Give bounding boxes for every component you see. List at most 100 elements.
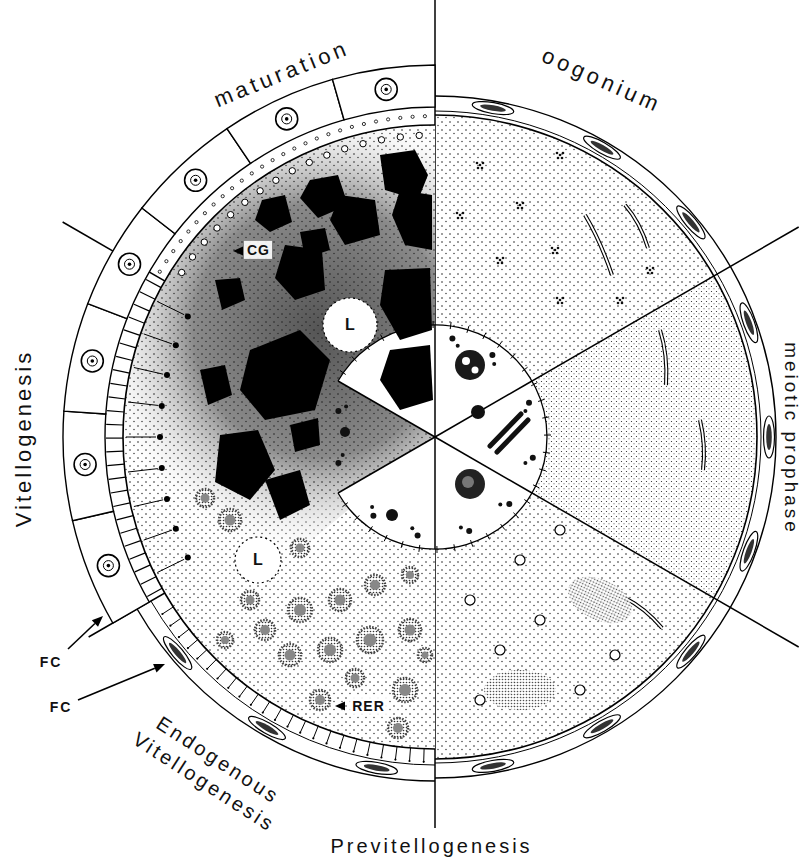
rer-whorl-core (246, 596, 255, 605)
microvillus (410, 748, 411, 761)
follicle-cell (673, 203, 708, 242)
structure-label: FC (48, 698, 73, 716)
vesicle (575, 685, 585, 695)
follicle-cell (764, 416, 775, 458)
ribosome-cluster (617, 302, 620, 305)
yolk-platelet (290, 418, 320, 452)
vesicle (610, 650, 620, 660)
ribosome-cluster (479, 164, 482, 167)
vesicle (515, 555, 525, 565)
microvillus (340, 735, 344, 747)
follicle-cell (333, 65, 436, 120)
microvillus-tip (353, 751, 355, 753)
cortical-granule (416, 132, 422, 138)
follicle-cell (73, 511, 150, 623)
cortical-granule (242, 199, 248, 205)
stage-label: Previtellogenesis (327, 833, 532, 859)
zona-pore (187, 230, 190, 233)
zona-pore (399, 116, 402, 119)
rer-whorl-core (406, 571, 414, 579)
chromatin (415, 533, 421, 539)
coated-vesicle (173, 526, 179, 532)
follicle-cell (246, 713, 288, 744)
nuclear-pore (533, 485, 539, 488)
vesicle (535, 615, 545, 625)
chromatin (498, 503, 502, 507)
microvillus (263, 702, 270, 713)
mitochondrion (700, 420, 704, 470)
follicle-nucleus (589, 717, 614, 735)
ribosome-cluster (619, 299, 622, 302)
zona-pore (327, 133, 330, 136)
microvillus (162, 607, 173, 614)
nucleolus (455, 469, 485, 499)
follicle-cell (673, 632, 708, 671)
nuclear-pore (498, 342, 502, 348)
chromatin (530, 455, 536, 461)
mitochondrion (660, 330, 666, 385)
ribosome-cluster (496, 257, 499, 260)
microvillus (300, 721, 305, 733)
rer-whorl-core (315, 695, 325, 705)
granular-patch (561, 568, 640, 633)
follicle-nucleus (74, 454, 96, 476)
structure-label: CG (244, 241, 272, 259)
mitochondrion (660, 330, 666, 385)
nuclear-pore (450, 322, 452, 329)
rer-whorl-core (285, 650, 296, 661)
cortical-granule (324, 152, 330, 158)
follicle-nucleus (276, 108, 298, 130)
rer-whorl-core (364, 634, 377, 647)
rer-whorl-core (370, 580, 380, 590)
ribosome-cluster (621, 302, 624, 305)
follicle-nucleolus (107, 564, 111, 568)
pinocytotic-channel (144, 530, 172, 540)
microvillus (228, 678, 236, 688)
follicle-nucleus (766, 424, 772, 450)
rer-whorl-core (294, 604, 306, 616)
rer-whorl (288, 598, 312, 622)
nuclear-pore (369, 526, 373, 532)
nuclear-pore (522, 367, 528, 371)
zona-pore (362, 122, 365, 125)
ribosome-cluster (622, 297, 625, 300)
yolk-platelet (215, 430, 275, 500)
sector-line (434, 437, 436, 549)
rer-whorl (217, 632, 233, 648)
nuclear-pore (471, 540, 473, 547)
follicle-nucleolus (285, 117, 289, 121)
follicle-nucleus (167, 641, 188, 665)
microvillus (129, 317, 145, 323)
zona-pore (195, 221, 198, 224)
follicle-nucleus (742, 538, 756, 564)
nuclear-pore (501, 524, 505, 530)
yolk-platelet (240, 330, 330, 420)
rer-whorl (418, 648, 432, 662)
microvillus-tip (423, 761, 425, 763)
pinocytotic-channel (157, 302, 184, 315)
follicle-nucleolus (125, 259, 135, 269)
chromatin (370, 505, 374, 509)
zona-pore (374, 120, 377, 123)
structure-label: L (253, 550, 263, 571)
follicle-cell (471, 757, 514, 775)
coated-vesicle (173, 342, 179, 348)
nuclear-pore (543, 452, 550, 454)
rer-whorl (219, 509, 241, 531)
rer-whorl (318, 638, 342, 662)
cortical-granule (289, 168, 295, 174)
microvillus (135, 565, 151, 572)
cortical-granule (227, 212, 233, 218)
microvillus (120, 343, 136, 348)
rer-whorl-core (405, 625, 416, 636)
ribosome-cluster (462, 212, 465, 215)
pointer-line (68, 624, 95, 650)
follicle-nucleolus (128, 262, 132, 266)
nuclear-pore (486, 533, 489, 539)
microvillus (251, 694, 258, 705)
microvillus-tip (325, 742, 327, 744)
pinocytotic-channel (134, 368, 163, 375)
zona-pore (203, 212, 206, 215)
microvillus (106, 451, 123, 453)
